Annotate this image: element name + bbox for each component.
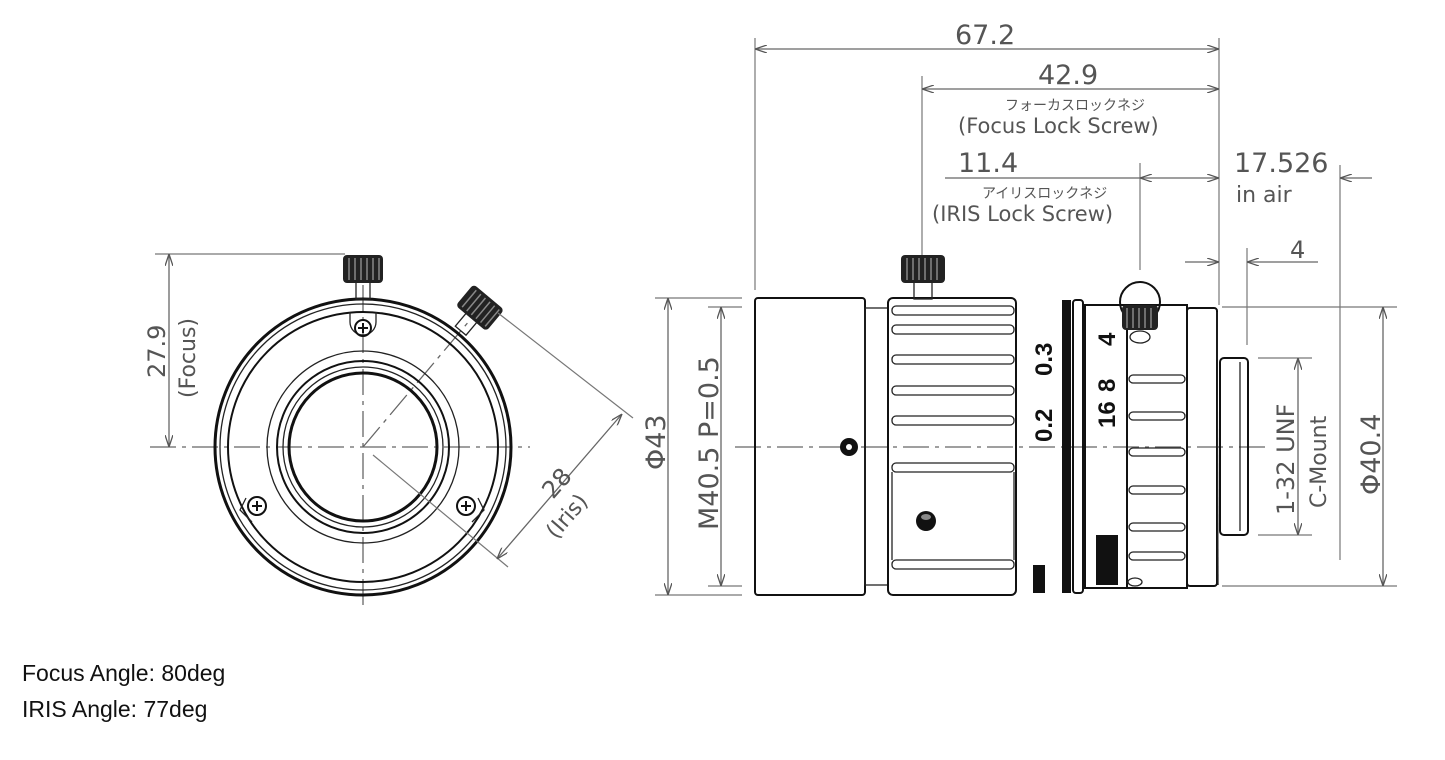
iris-screw-label-jp: アイリスロックネジ [982, 186, 1107, 202]
iris-scale-4: 4 [1094, 332, 1121, 346]
iris-screw-label: (IRIS Lock Screw) [932, 202, 1113, 226]
iris-knob-icon [454, 285, 503, 337]
mount-type-label: C-Mount [1307, 415, 1332, 508]
front-view: 27.9 (Focus) 28 (Iris) [143, 253, 634, 610]
angle-notes: Focus Angle: 80deg IRIS Angle: 77deg [22, 655, 225, 727]
ring-screw-icon [239, 496, 267, 523]
filter-thread-dim: M40.5 P=0.5 [694, 356, 725, 530]
lens-dimension-drawing: 27.9 (Focus) 28 (Iris) [143, 20, 1397, 610]
outer-diameter-dim: Φ43 [641, 414, 672, 470]
focus-screw-dim: 42.9 [1038, 60, 1098, 91]
iris-screw-dim: 11.4 [958, 148, 1018, 179]
iris-lock-screw-icon [1119, 281, 1161, 344]
side-view: 0.2 0.3 16 8 4 [641, 20, 1397, 596]
focus-screw-label-jp: フォーカスロックネジ [1005, 98, 1145, 114]
iris-angle-note: IRIS Angle: 77deg [22, 696, 208, 722]
flange-back-note: in air [1236, 183, 1293, 208]
mount-thread-dim: 1-32 UNF [1272, 404, 1300, 515]
focus-angle-note: Focus Angle: 80deg [22, 660, 226, 686]
ring-screw-icon [349, 312, 377, 337]
flange-back-dim: 17.526 [1234, 148, 1328, 179]
focus-lock-screw-icon [901, 255, 945, 300]
iris-scale-16: 16 [1094, 401, 1121, 428]
focus-scale-0-2: 0.2 [1031, 409, 1058, 442]
focus-knob-icon [343, 255, 383, 300]
rear-diameter-dim: Φ40.4 [1356, 414, 1387, 495]
iris-scale-8: 8 [1094, 379, 1121, 392]
focus-scale-0-3: 0.3 [1031, 343, 1058, 376]
focus-height-label: (Focus) [176, 318, 201, 398]
ring-screw-icon [456, 496, 485, 523]
mount-depth-dim: 4 [1290, 236, 1305, 264]
focus-height-dim: 27.9 [143, 325, 171, 378]
overall-length-dim: 67.2 [955, 20, 1015, 51]
focus-screw-label: (Focus Lock Screw) [958, 114, 1159, 138]
